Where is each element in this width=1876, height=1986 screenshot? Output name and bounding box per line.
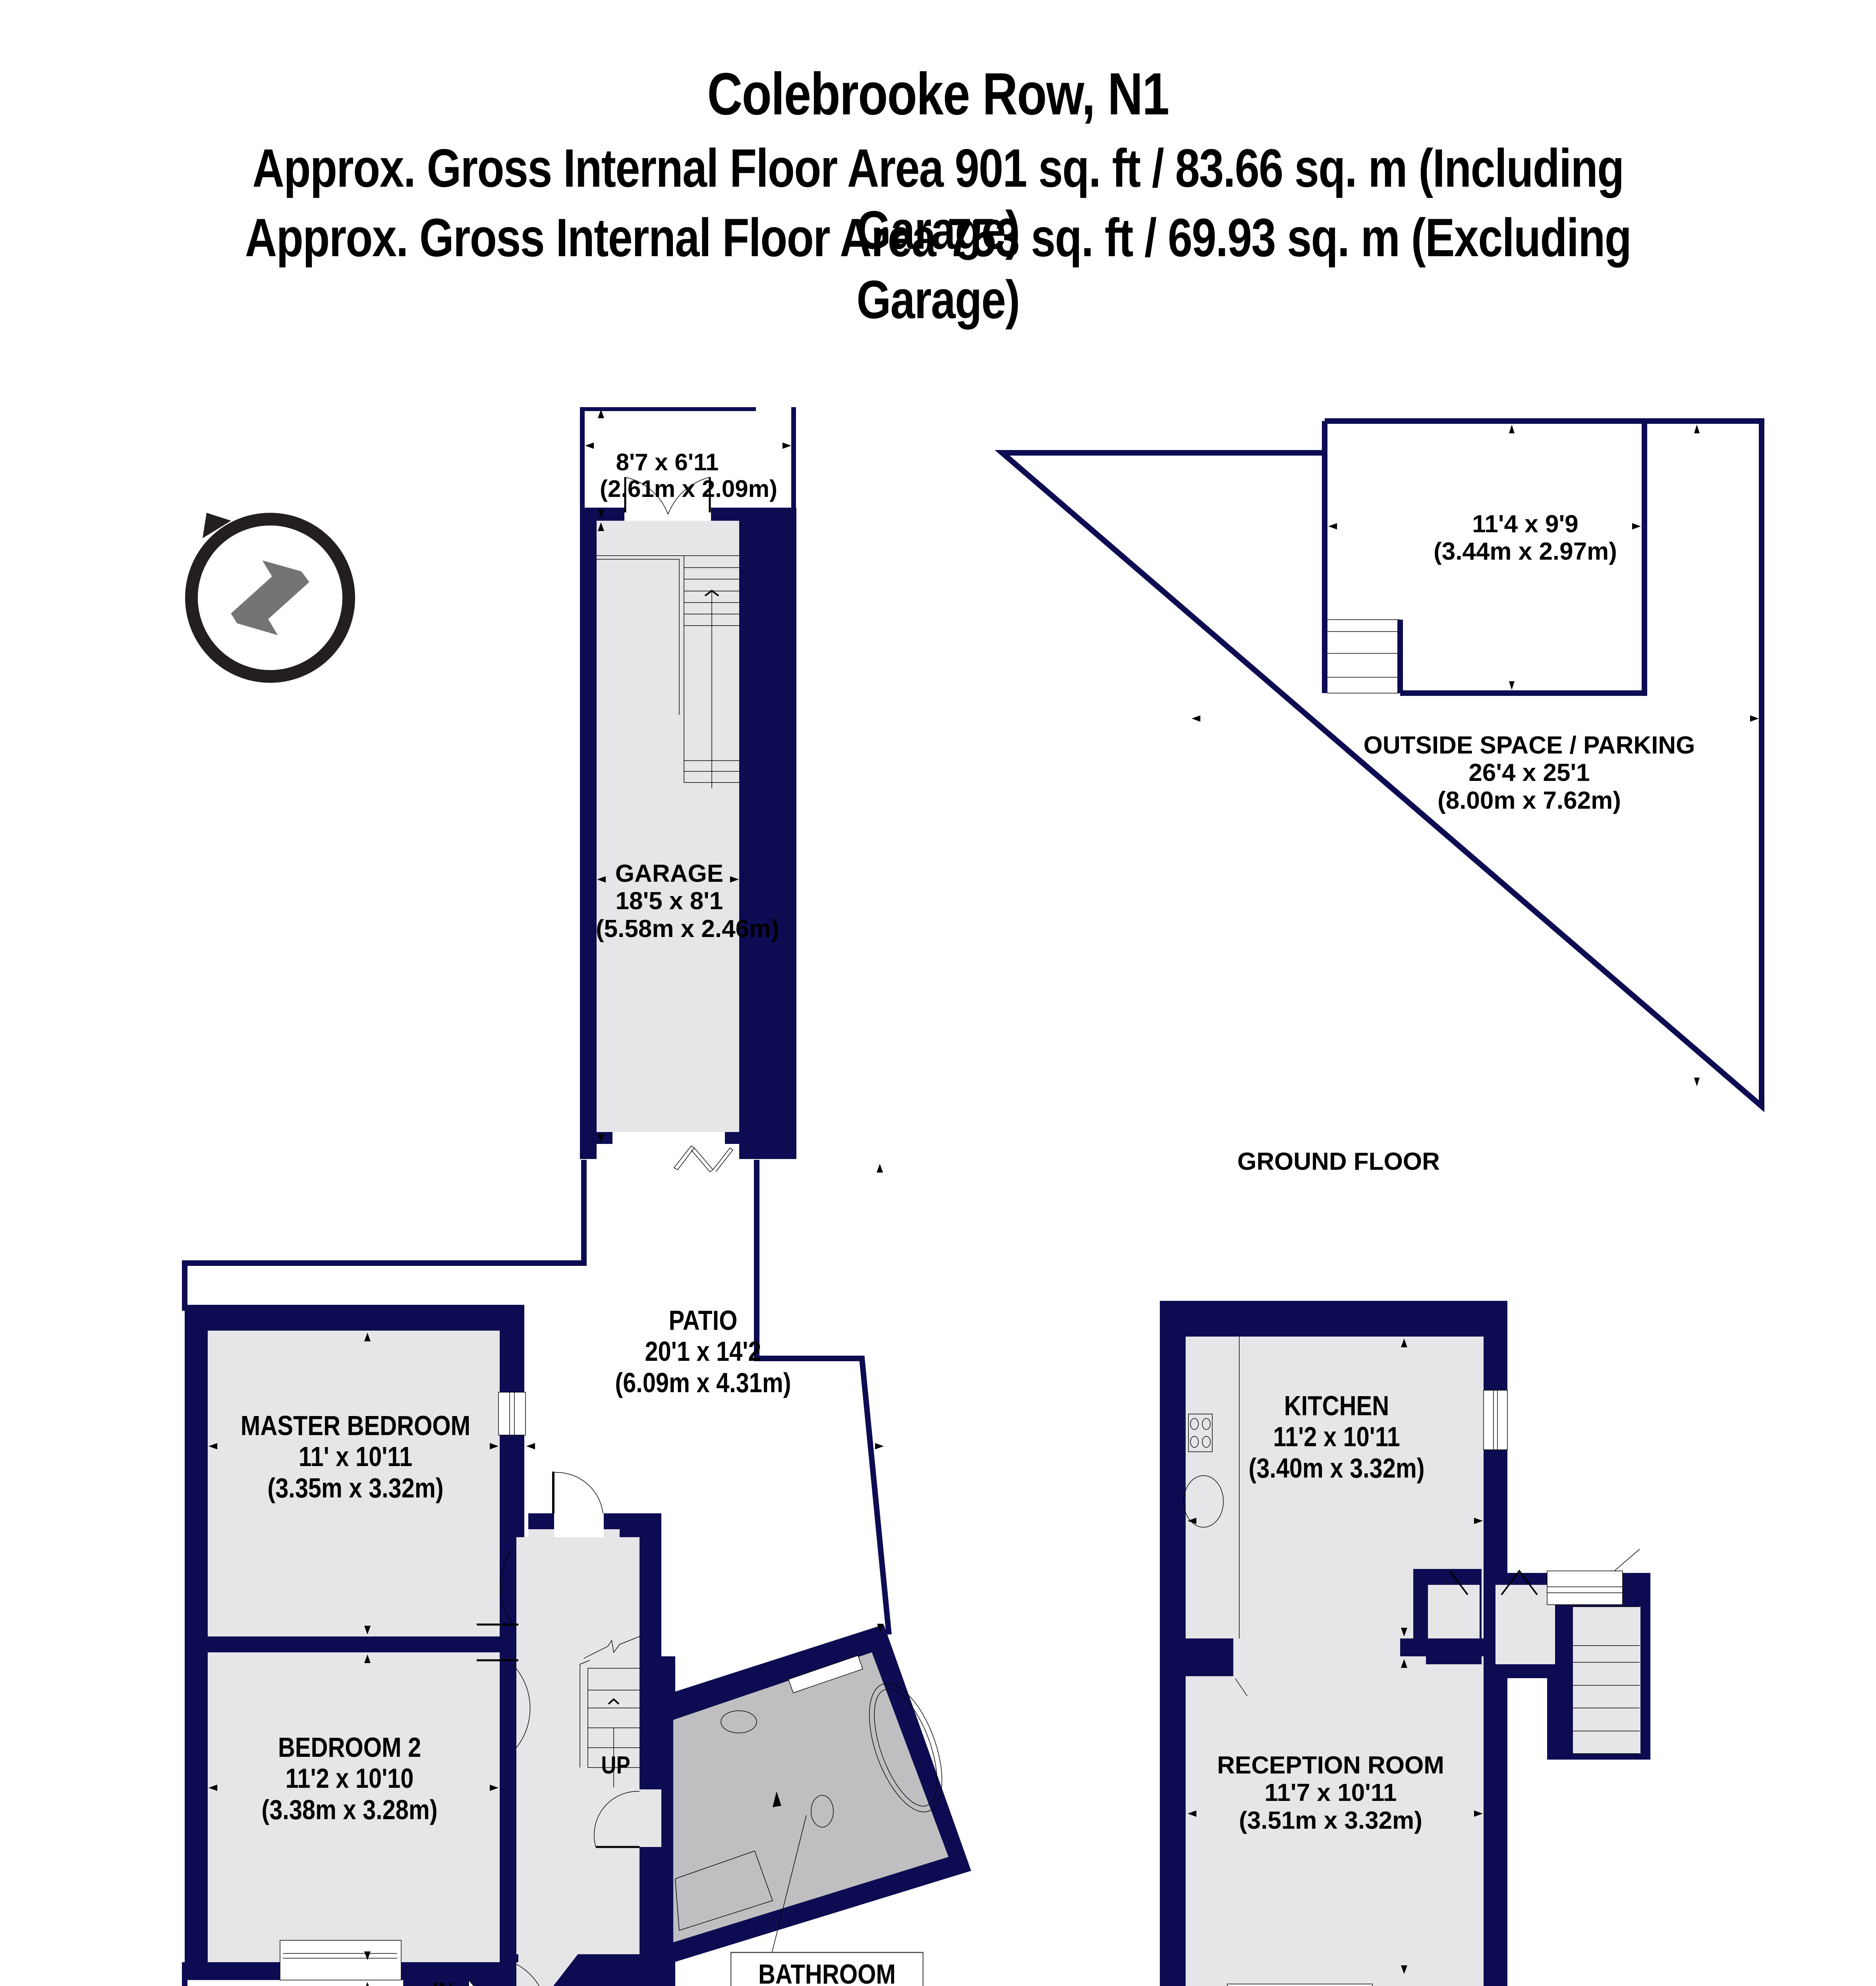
garage-metric: (5.58m x 2.46m) (596, 915, 779, 943)
bathroom-block (661, 1625, 971, 1966)
kitchen-label: KITCHEN 11'2 x 10'11 (3.40m x 3.32m) (1213, 1390, 1460, 1484)
reception-name: RECEPTION ROOM (1217, 1752, 1444, 1779)
bedroom-2-imperial: 11'2 x 10'10 (285, 1763, 414, 1794)
ground-floor-label: GROUND FLOOR (1237, 1148, 1440, 1175)
entrance-label: IN (429, 1978, 456, 1986)
outbuilding-metric: (3.44m x 2.97m) (1434, 538, 1617, 566)
bedroom-2-label: BEDROOM 2 11'2 x 10'10 (3.38m x 3.28m) (221, 1732, 478, 1825)
bedrooms-block (185, 1305, 526, 1980)
patio-name: PATIO (668, 1305, 738, 1336)
master-bedroom-imperial: 11' x 10'11 (298, 1441, 413, 1472)
bedroom-2-name: BEDROOM 2 (278, 1732, 421, 1763)
store-imperial: 8'7 x 6'11 (616, 449, 719, 475)
patio-metric: (6.09m x 4.31m) (615, 1367, 791, 1398)
outside-space-label: OUTSIDE SPACE / PARKING 26'4 x 25'1 (8.0… (1327, 732, 1732, 814)
kitchen-metric: (3.40m x 3.32m) (1248, 1452, 1425, 1484)
bathroom-label: BATHROOM 10'10 x 7'5 (3.28m x 2.24m) (730, 1952, 924, 1986)
outbuilding-imperial: 11'4 x 9'9 (1472, 510, 1578, 538)
hallway-block (403, 1472, 675, 1986)
patio-outline (182, 1160, 892, 1635)
master-bedroom-metric: (3.35m x 3.32m) (267, 1472, 444, 1503)
stairs-up-label: UP (601, 1752, 630, 1779)
upper-ground-block (1160, 1301, 1650, 1986)
store-metric: (2.61m x 2.09m) (600, 475, 777, 502)
outside-space-imperial: 26'4 x 25'1 (1468, 759, 1590, 787)
garage-name: GARAGE (615, 860, 724, 887)
reception-room-label: RECEPTION ROOM 11'7 x 10'11 (3.51m x 3.3… (1176, 1752, 1486, 1834)
patio-imperial: 20'1 x 14'2 (645, 1336, 761, 1367)
garage-block (580, 407, 796, 1172)
outside-space-name: OUTSIDE SPACE / PARKING (1363, 732, 1695, 759)
dimension-arrows (209, 1164, 884, 1986)
outside-space-metric: (8.00m x 7.62m) (1437, 786, 1621, 814)
kitchen-imperial: 11'2 x 10'11 (1273, 1421, 1400, 1453)
area-excluding-garage: Approx. Gross Internal Floor Area 753 sq… (245, 207, 1632, 330)
bathroom-name: BATHROOM (758, 1959, 896, 1986)
garage-imperial: 18'5 x 8'1 (615, 887, 723, 915)
outbuilding-label: 11'4 x 9'9 (3.44m x 2.97m) (1406, 510, 1644, 566)
area-including-garage: Approx. Gross Internal Floor Area 901 sq… (252, 138, 1624, 260)
master-bedroom-label: MASTER BEDROOM 11' x 10'11 (3.35m x 3.32… (212, 1410, 499, 1503)
reception-metric: (3.51m x 3.32m) (1239, 1806, 1422, 1834)
reception-imperial: 11'7 x 10'11 (1264, 1779, 1397, 1807)
store-label: 8'7 x 6'11 (2.61m x 2.09m) (600, 449, 777, 502)
outside-space-block (995, 418, 1764, 1113)
outbuilding-stairs (1327, 619, 1399, 694)
patio-label: PATIO 20'1 x 14'2 (6.09m x 4.31m) (565, 1305, 842, 1398)
property-title: Colebrooke Row, N1 (707, 60, 1170, 127)
master-bedroom-name: MASTER BEDROOM (240, 1410, 471, 1441)
kitchen-name: KITCHEN (1284, 1390, 1389, 1421)
compass-north-icon (185, 513, 355, 683)
bedroom-2-metric: (3.38m x 3.28m) (261, 1794, 438, 1825)
garage-label: GARAGE 18'5 x 8'1 (5.58m x 2.46m) (596, 860, 779, 943)
